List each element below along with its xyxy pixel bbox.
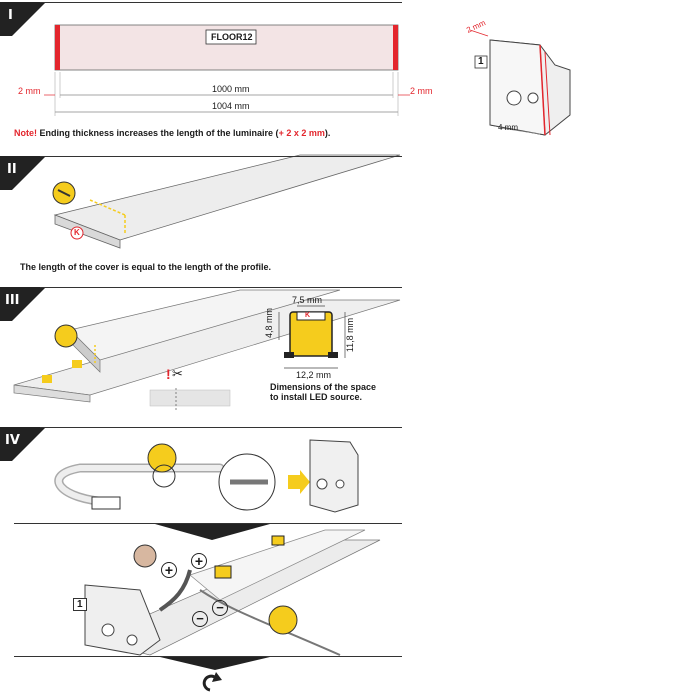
minus-terminal-2: −	[212, 600, 228, 616]
cross-k-marker: K	[305, 312, 311, 319]
section-rule-1	[40, 2, 402, 3]
section1-note: Note! Ending thickness increases the len…	[14, 128, 330, 138]
section2-caption: The length of the cover is equal to the …	[20, 262, 272, 272]
endcap-drawing	[469, 29, 571, 136]
end-left-label: 2 mm	[18, 86, 41, 96]
warning-mark: !	[166, 366, 171, 382]
dim-inner-label: 1000 mm	[212, 84, 250, 94]
section-rule-6	[14, 656, 402, 657]
profile-label: FLOOR12	[211, 32, 253, 42]
section-badge-1: I	[0, 2, 46, 36]
step-arrow-down	[155, 524, 270, 540]
endcap-depth-label: 4 mm	[498, 123, 518, 132]
step-arrow-down-2	[160, 657, 270, 670]
endcap-badge-1: 1	[478, 56, 484, 67]
plus-terminal-2: +	[191, 553, 207, 569]
assembly-drawing	[84, 529, 381, 656]
cover-drawing	[52, 154, 401, 249]
minus-terminal-1: −	[192, 611, 208, 627]
cross-dim-left: 4,8 mm	[264, 307, 275, 339]
section-rule-3	[40, 287, 402, 288]
profile-end-left	[55, 25, 60, 70]
end-right-label: 2 mm	[410, 86, 433, 96]
cross-dim-bottom: 12,2 mm	[296, 370, 332, 380]
section-rule-4	[40, 427, 402, 428]
rotate-arrow-icon	[202, 674, 218, 692]
dim-outer-label: 1004 mm	[212, 101, 250, 111]
section3-caption: Dimensions of the space to install LED s…	[270, 382, 376, 402]
endcap-badge-4: 1	[73, 598, 87, 611]
note-suffix: ).	[324, 128, 331, 138]
note-body: Ending thickness increases the length of…	[37, 128, 279, 138]
section-badge-3: III	[0, 287, 46, 321]
cable-drawing	[54, 443, 310, 511]
note-highlight: + 2 x 2 mm	[278, 128, 325, 138]
endcap-iv-drawing	[309, 439, 359, 513]
profile-end-right	[393, 25, 398, 70]
plus-terminal-1: +	[161, 562, 177, 578]
profile-cross-section	[278, 305, 346, 369]
section-rule-2	[40, 156, 402, 157]
cross-dim-right: 11,8 mm	[345, 317, 356, 353]
section-badge-2: II	[0, 156, 46, 190]
section3-caption-line2: to install LED source.	[270, 392, 363, 402]
section-rule-5	[14, 523, 402, 524]
cross-dim-top: 7,5 mm	[292, 295, 323, 305]
profile-label-box	[205, 29, 257, 45]
section3-caption-line1: Dimensions of the space	[270, 382, 377, 392]
led-strip-segment	[149, 388, 231, 410]
cover-k-marker: K	[74, 228, 80, 237]
scissors-icon: ✂	[172, 366, 183, 381]
section-badge-4: IV	[0, 427, 46, 461]
note-prefix: Note!	[14, 128, 37, 138]
